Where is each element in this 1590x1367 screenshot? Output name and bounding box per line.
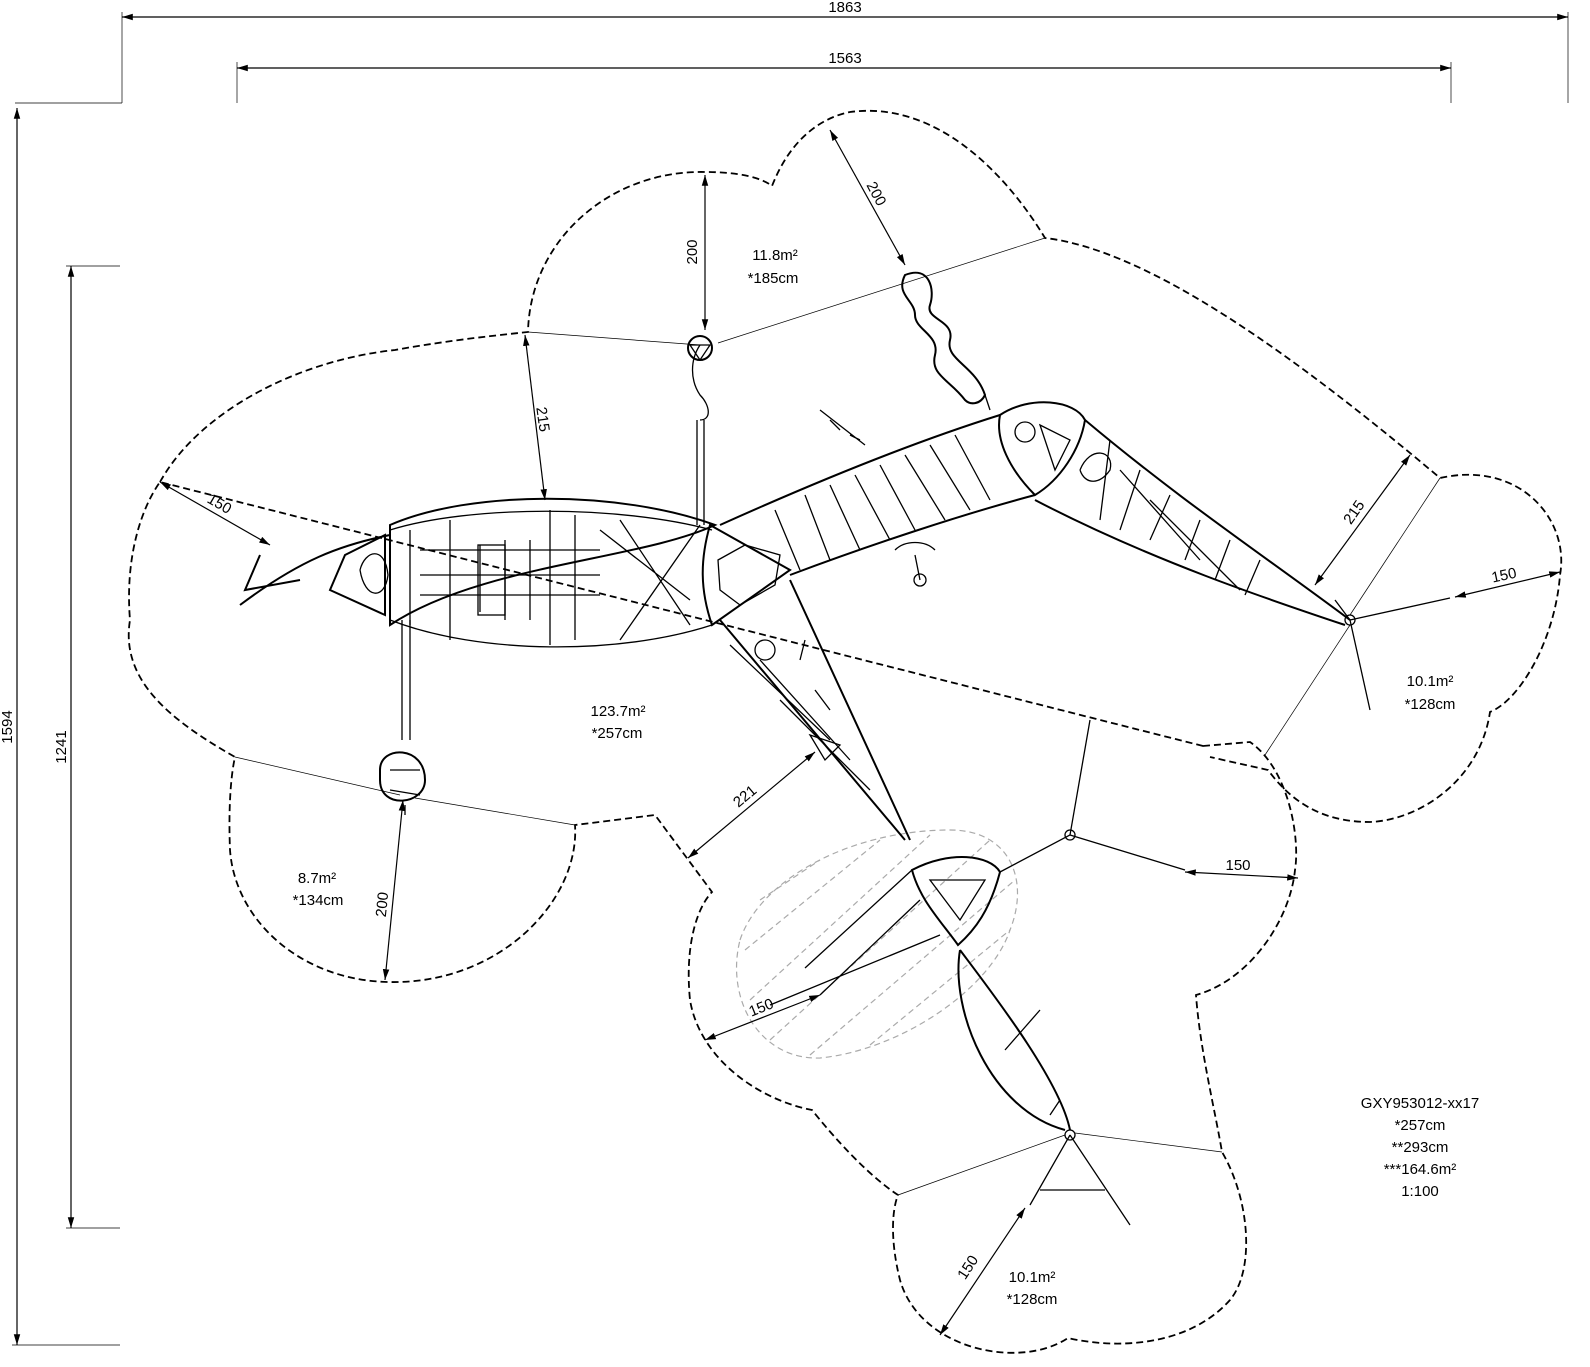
legend-area: ***164.6m²	[1384, 1161, 1457, 1178]
zone-height-label: *134cm	[293, 892, 344, 909]
dimension-inner-width: 1563	[236, 50, 1452, 103]
clearance-label: 200	[684, 239, 701, 264]
zone-area-label: 10.1m²	[1407, 673, 1454, 690]
zone-height-label: *128cm	[1007, 1291, 1058, 1308]
overall-height-label: 1594	[0, 710, 16, 743]
legend-height-1: *257cm	[1395, 1117, 1446, 1134]
zone-area-label: 8.7m²	[298, 870, 336, 887]
inner-width-label: 1563	[828, 50, 861, 67]
zone-height-label: *257cm	[592, 725, 643, 742]
dimension-inner-height: 1241	[53, 265, 120, 1229]
clearance-label: 215	[532, 406, 552, 433]
clearance-label: 200	[373, 891, 393, 918]
clearance-label: 200	[863, 179, 890, 209]
zone-height-label: *185cm	[748, 270, 799, 287]
clearance-label: 221	[730, 782, 760, 811]
clearance-label: 150	[1490, 565, 1518, 587]
zone-labels: 11.8m² *185cm 123.7m² *257cm 10.1m² *128…	[293, 247, 1456, 1308]
zone-area-label: 10.1m²	[1009, 1269, 1056, 1286]
zone-area-label: 123.7m²	[590, 703, 645, 720]
clearance-label: 215	[1340, 497, 1368, 527]
hatched-area	[735, 829, 1019, 1059]
zone-height-label: *128cm	[1405, 696, 1456, 713]
zone-dividers	[234, 237, 1441, 1196]
safety-zone-outline	[127, 109, 1563, 1354]
overall-width-label: 1863	[828, 0, 861, 16]
play-structure	[239, 271, 1451, 1226]
inner-height-label: 1241	[53, 730, 70, 763]
zone-area-label: 11.8m²	[752, 247, 798, 264]
dimension-overall-height: 1594	[0, 108, 120, 1346]
product-code: GXY953012-xx17	[1361, 1095, 1479, 1112]
legend-scale: 1:100	[1401, 1183, 1439, 1200]
dimension-overall-width: 1863	[15, 0, 1569, 104]
legend-height-2: **293cm	[1392, 1139, 1449, 1156]
drawing-legend: GXY953012-xx17 *257cm **293cm ***164.6m²…	[1361, 1095, 1479, 1200]
clearance-label: 150	[1225, 857, 1250, 874]
